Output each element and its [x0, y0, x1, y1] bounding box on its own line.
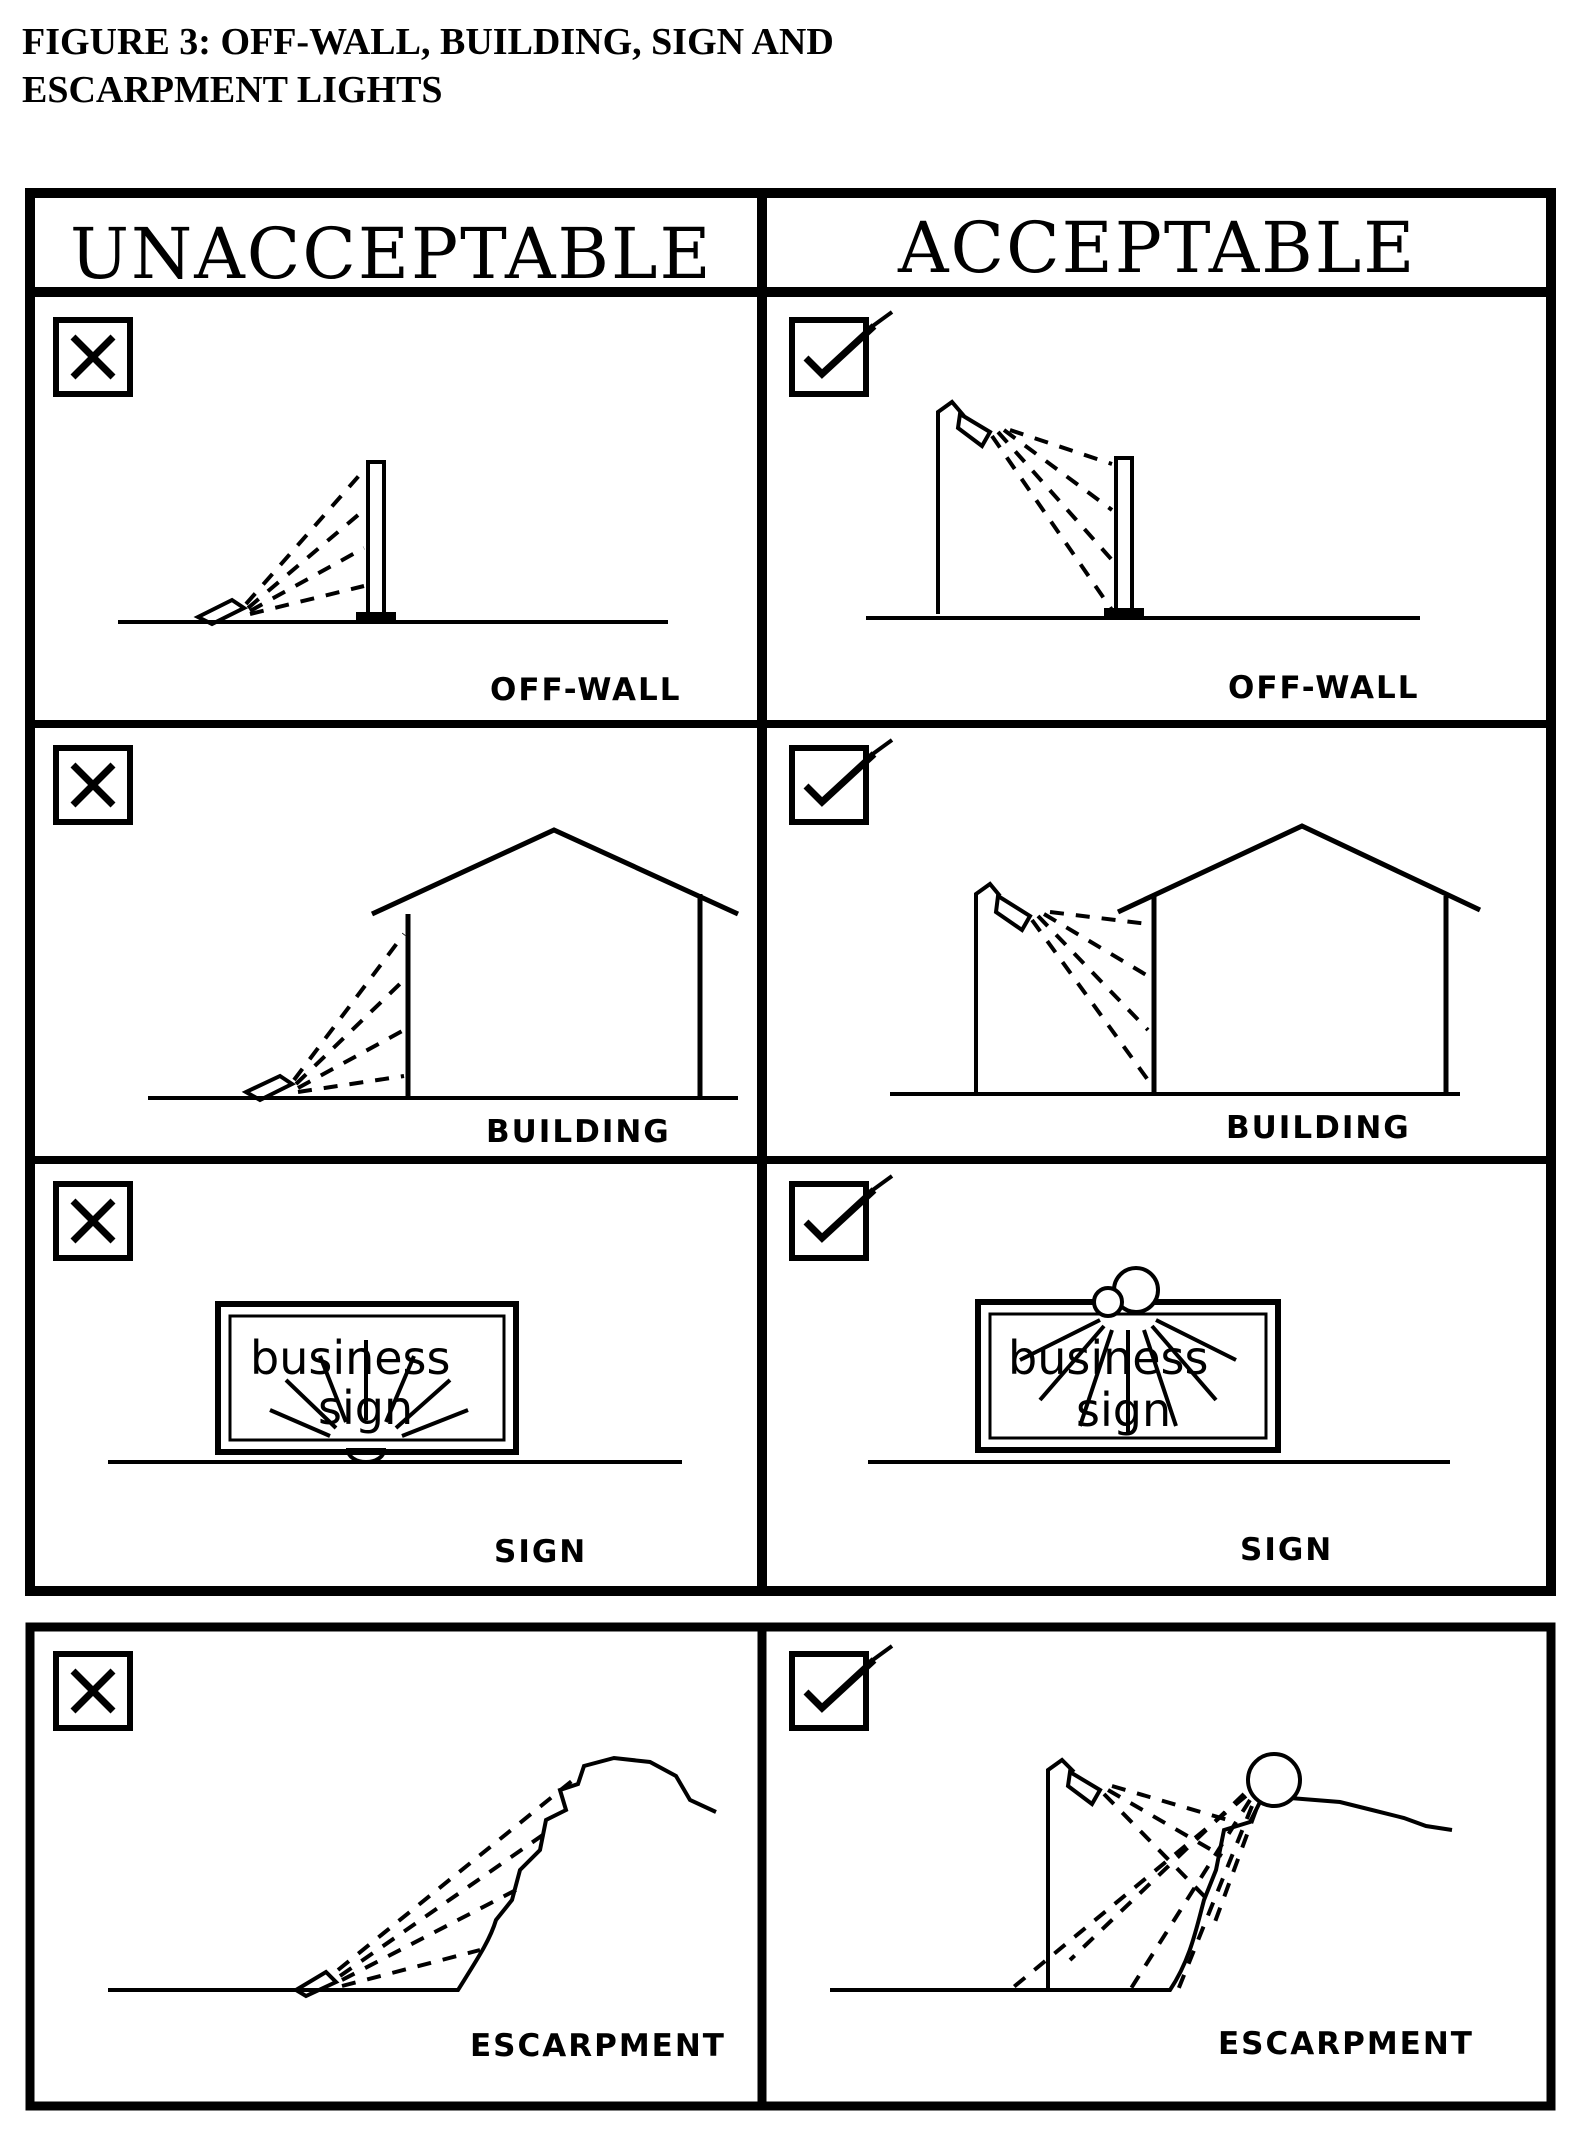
x-box-icon	[56, 1184, 130, 1258]
checkmark-box-icon	[792, 1646, 892, 1728]
figure-title-line-2: ESCARPMENT LIGHTS	[22, 69, 443, 111]
panel-building-unacceptable: BUILDING	[56, 748, 740, 1150]
label-escarpment-unacceptable: ESCARPMENT	[470, 2028, 726, 2064]
label-offwall-unacceptable: OFF-WALL	[490, 672, 682, 708]
label-sign-unacceptable: SIGN	[494, 1534, 587, 1570]
checkmark-box-icon	[792, 312, 892, 394]
column-header-acceptable: ACCEPTABLE	[897, 207, 1416, 289]
panel-sign-unacceptable: business sign SIGN	[56, 1184, 682, 1570]
panel-escarpment-unacceptable: ESCARPMENT	[56, 1654, 726, 2064]
label-building-unacceptable: BUILDING	[486, 1114, 671, 1150]
panel-escarpment-acceptable: ESCARPMENT	[792, 1646, 1474, 2062]
figure-title: FIGURE 3: OFF-WALL, BUILDING, SIGN AND E…	[22, 18, 1122, 114]
figure-title-line-1: FIGURE 3: OFF-WALL, BUILDING, SIGN AND	[22, 21, 834, 63]
panel-offwall-unacceptable: OFF-WALL	[56, 320, 682, 708]
x-box-icon	[56, 748, 130, 822]
grid-frame	[25, 188, 1556, 2111]
checkmark-box-icon	[792, 740, 892, 822]
x-box-icon	[56, 320, 130, 394]
panel-building-acceptable: BUILDING	[792, 740, 1482, 1146]
label-escarpment-acceptable: ESCARPMENT	[1218, 2026, 1474, 2062]
column-header-unacceptable: UNACCEPTABLE	[70, 213, 713, 295]
label-building-acceptable: BUILDING	[1226, 1110, 1411, 1146]
checkmark-box-icon	[792, 1176, 892, 1258]
label-offwall-acceptable: OFF-WALL	[1228, 670, 1420, 706]
x-box-icon	[56, 1654, 130, 1728]
sign-text-line-1: business	[250, 1331, 451, 1385]
label-sign-acceptable: SIGN	[1240, 1532, 1333, 1568]
panel-offwall-acceptable: OFF-WALL	[792, 312, 1420, 706]
panel-sign-acceptable: business sign SIGN	[792, 1176, 1450, 1568]
